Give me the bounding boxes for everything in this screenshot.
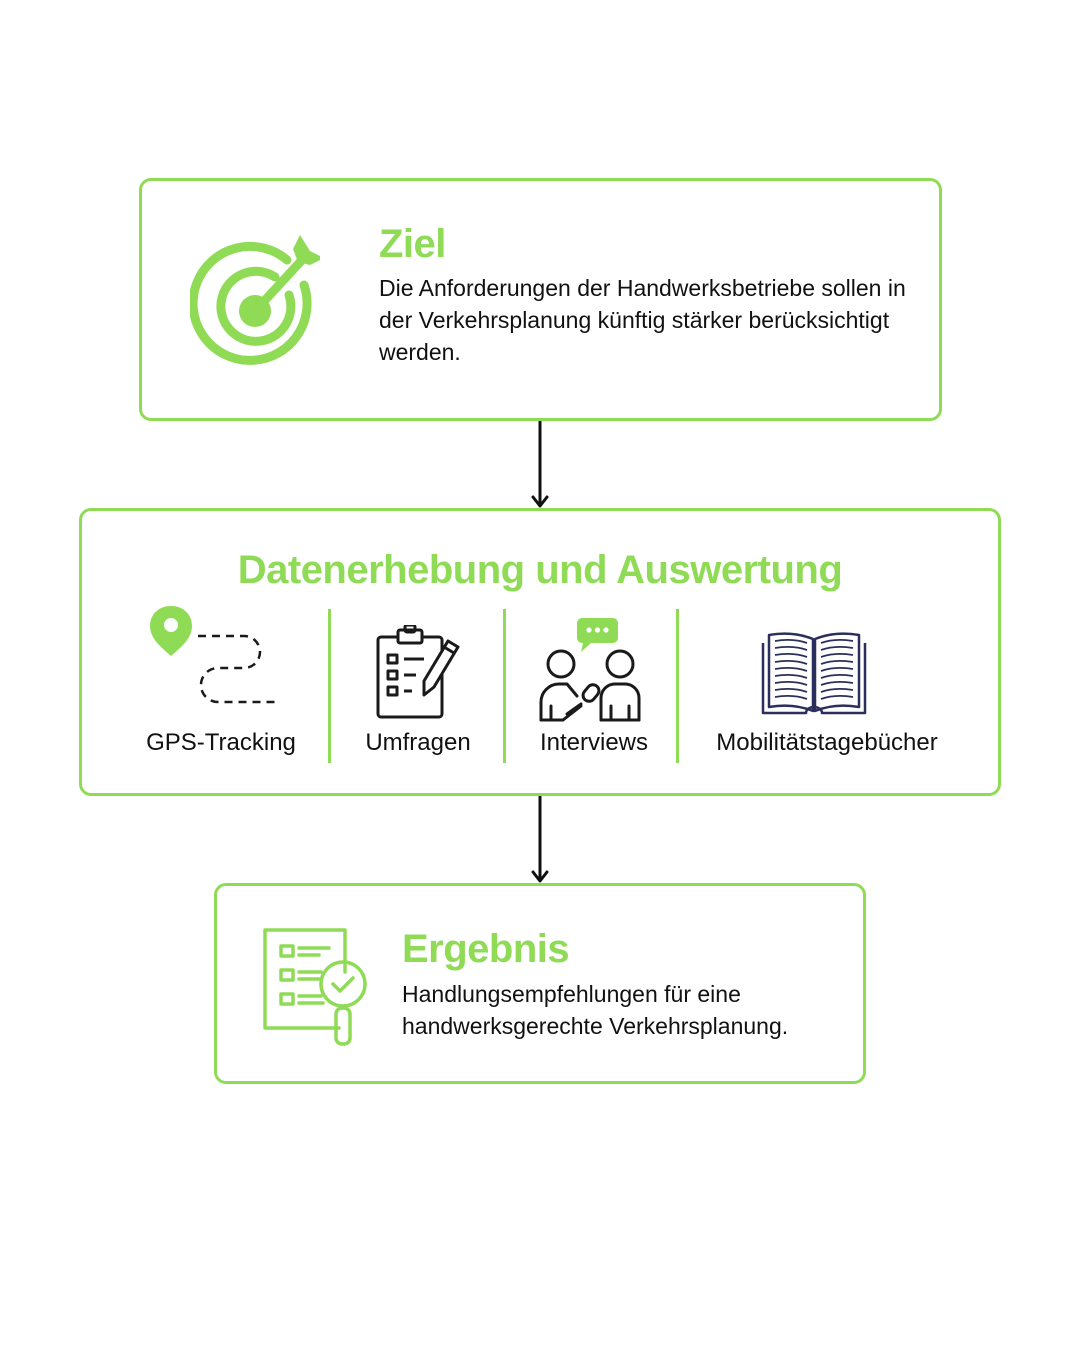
clipboard-survey-icon [376,625,460,719]
method-divider [676,609,679,763]
goal-title: Ziel [379,222,446,266]
method-divider [328,609,331,763]
interview-icon [539,618,641,722]
method-label-interviews: Interviews [539,729,649,756]
target-icon [190,235,320,365]
arrow-down-icon [531,421,549,508]
method-label-diaries: Mobilitätstagebücher [716,729,938,756]
method-divider [503,609,506,763]
data-collection-title: Datenerhebung und Auswertung [237,548,843,592]
method-label-survey: Umfragen [365,729,471,756]
data-collection-box: Datenerhebung und Auswertung GPS-Trackin… [79,508,1001,796]
goal-description: Die Anforderungen der Handwerksbetriebe … [379,275,906,365]
method-label-gps: GPS-Tracking [146,729,296,756]
arrow-down-icon [531,796,549,883]
gps-route-icon [150,606,278,704]
result-title: Ergebnis [402,927,570,971]
checklist-magnifier-icon [263,928,367,1046]
goal-box: Ziel Die Anforderungen der Handwerksbetr… [139,178,942,421]
result-description: Handlungsempfehlungen für eine handwerks… [402,981,789,1039]
open-book-icon [761,632,867,715]
result-box: Ergebnis Handlungsempfehlungen für eine … [214,883,866,1084]
